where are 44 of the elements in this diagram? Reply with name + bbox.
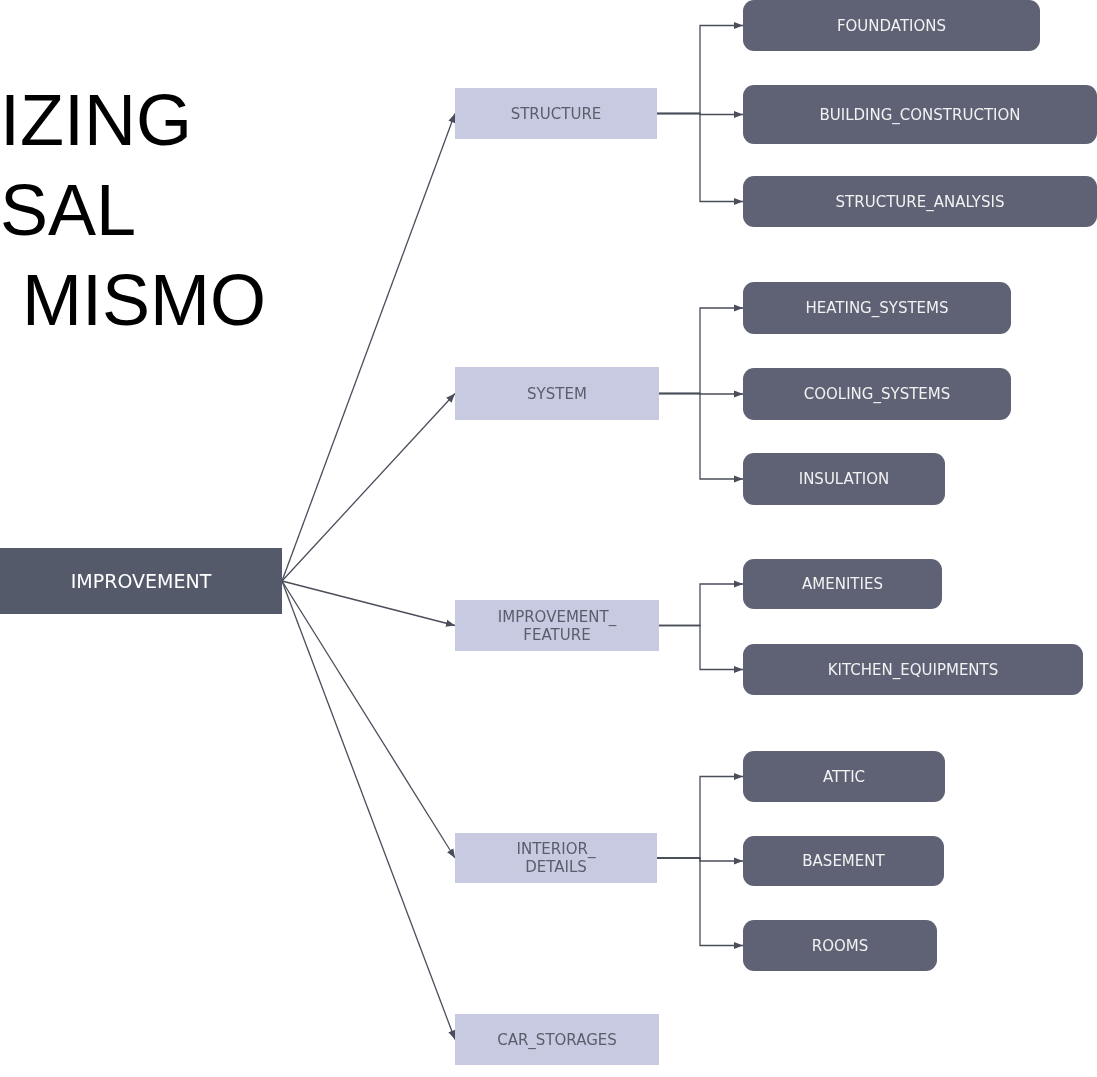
node-label: IMPROVEMENT_ FEATURE [497,607,617,644]
arrow [656,112,744,206]
item-box [743,368,1011,420]
node-label: COOLING_SYSTEMS [803,385,951,403]
node-label: SYSTEM [527,384,587,403]
item-box [743,176,1097,227]
node-label: ROOMS [811,936,869,955]
title-text: SAL [0,170,137,250]
arrow [658,392,744,483]
category-box [455,367,659,420]
item-box [743,559,942,609]
item-box [743,920,937,971]
item-box [743,644,1083,695]
item-box [743,282,1011,334]
category-box [455,1014,659,1065]
node-label: INTERIOR_ DETAILS [516,840,596,876]
arrow [281,580,456,627]
item-box [743,0,1040,51]
item-box [743,751,945,802]
node-label: CAR_STORAGES [497,1030,617,1049]
category-box [455,833,657,883]
arrow [658,624,744,674]
category-box [455,88,657,139]
node-label: STRUCTURE [510,104,602,123]
node-label: KITCHEN_EQUIPMENTS [827,660,999,679]
node-label: BUILDING_CONSTRUCTION [819,105,1021,124]
node-label: INSULATION [798,470,890,488]
title-text: IZING [0,80,192,160]
node-label: AMENITIES [802,575,883,593]
item-box [743,836,944,886]
node-label: IMPROVEMENT [70,570,212,592]
node-label: BASEMENT [802,852,885,870]
root-box [0,548,282,614]
node-label: ATTIC [822,767,866,786]
node-label: HEATING_SYSTEMS [805,299,949,317]
item-box [743,85,1097,144]
item-box [743,453,945,505]
node-label: STRUCTURE_ANALYSIS [835,192,1005,211]
arrow [281,392,456,582]
title-text: MISMO [22,260,266,340]
category-box [455,600,659,651]
arrow [656,857,744,950]
arrow [281,580,456,859]
node-label: FOUNDATIONS [836,16,947,35]
